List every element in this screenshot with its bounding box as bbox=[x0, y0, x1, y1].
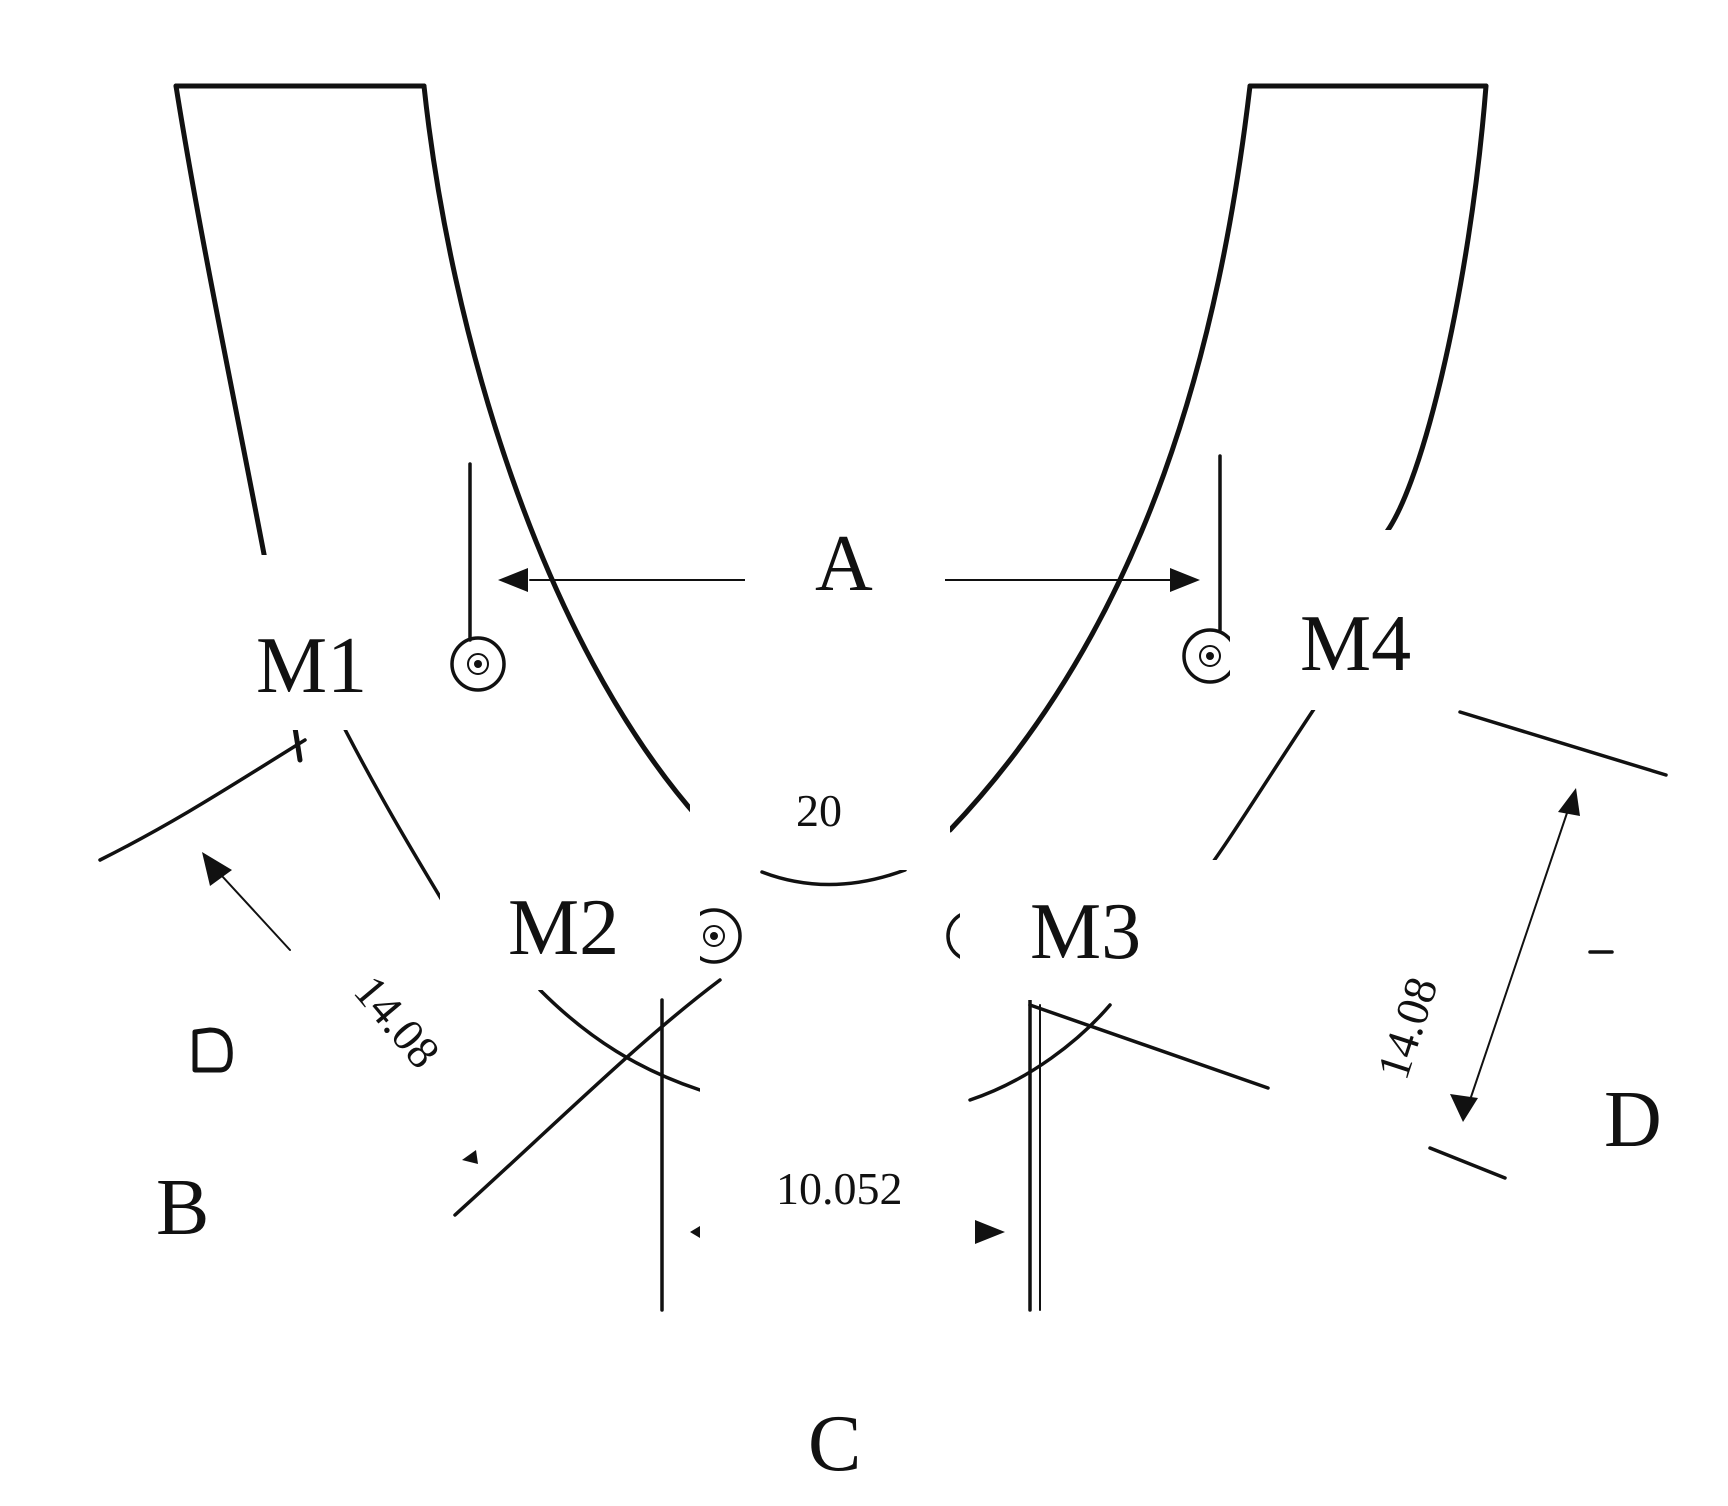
label-a: A bbox=[815, 520, 873, 608]
right-links bbox=[1428, 710, 1668, 1180]
dimension-a bbox=[468, 454, 1222, 642]
bottom-arc bbox=[760, 868, 907, 887]
label-d: D bbox=[1604, 1076, 1662, 1164]
dimension-right-diagonal: 14.08 bbox=[1367, 971, 1447, 1085]
dimension-left-diagonal: 14.08 bbox=[344, 966, 450, 1078]
label-m3: M3 bbox=[1030, 888, 1141, 976]
dimension-bottom-width: 10.052 bbox=[776, 1163, 903, 1214]
left-links bbox=[98, 738, 307, 1073]
pivot-m4-icon bbox=[1182, 628, 1238, 684]
label-m2: M2 bbox=[508, 884, 619, 972]
right-arm bbox=[947, 83, 1489, 882]
label-m4: M4 bbox=[1300, 600, 1411, 688]
dimension-top-gap: 20 bbox=[796, 785, 842, 836]
label-m1: M1 bbox=[256, 622, 367, 710]
label-b: B bbox=[156, 1164, 209, 1252]
left-arm bbox=[173, 83, 703, 932]
pivot-m1-icon bbox=[450, 636, 506, 692]
label-c: C bbox=[808, 1400, 861, 1488]
